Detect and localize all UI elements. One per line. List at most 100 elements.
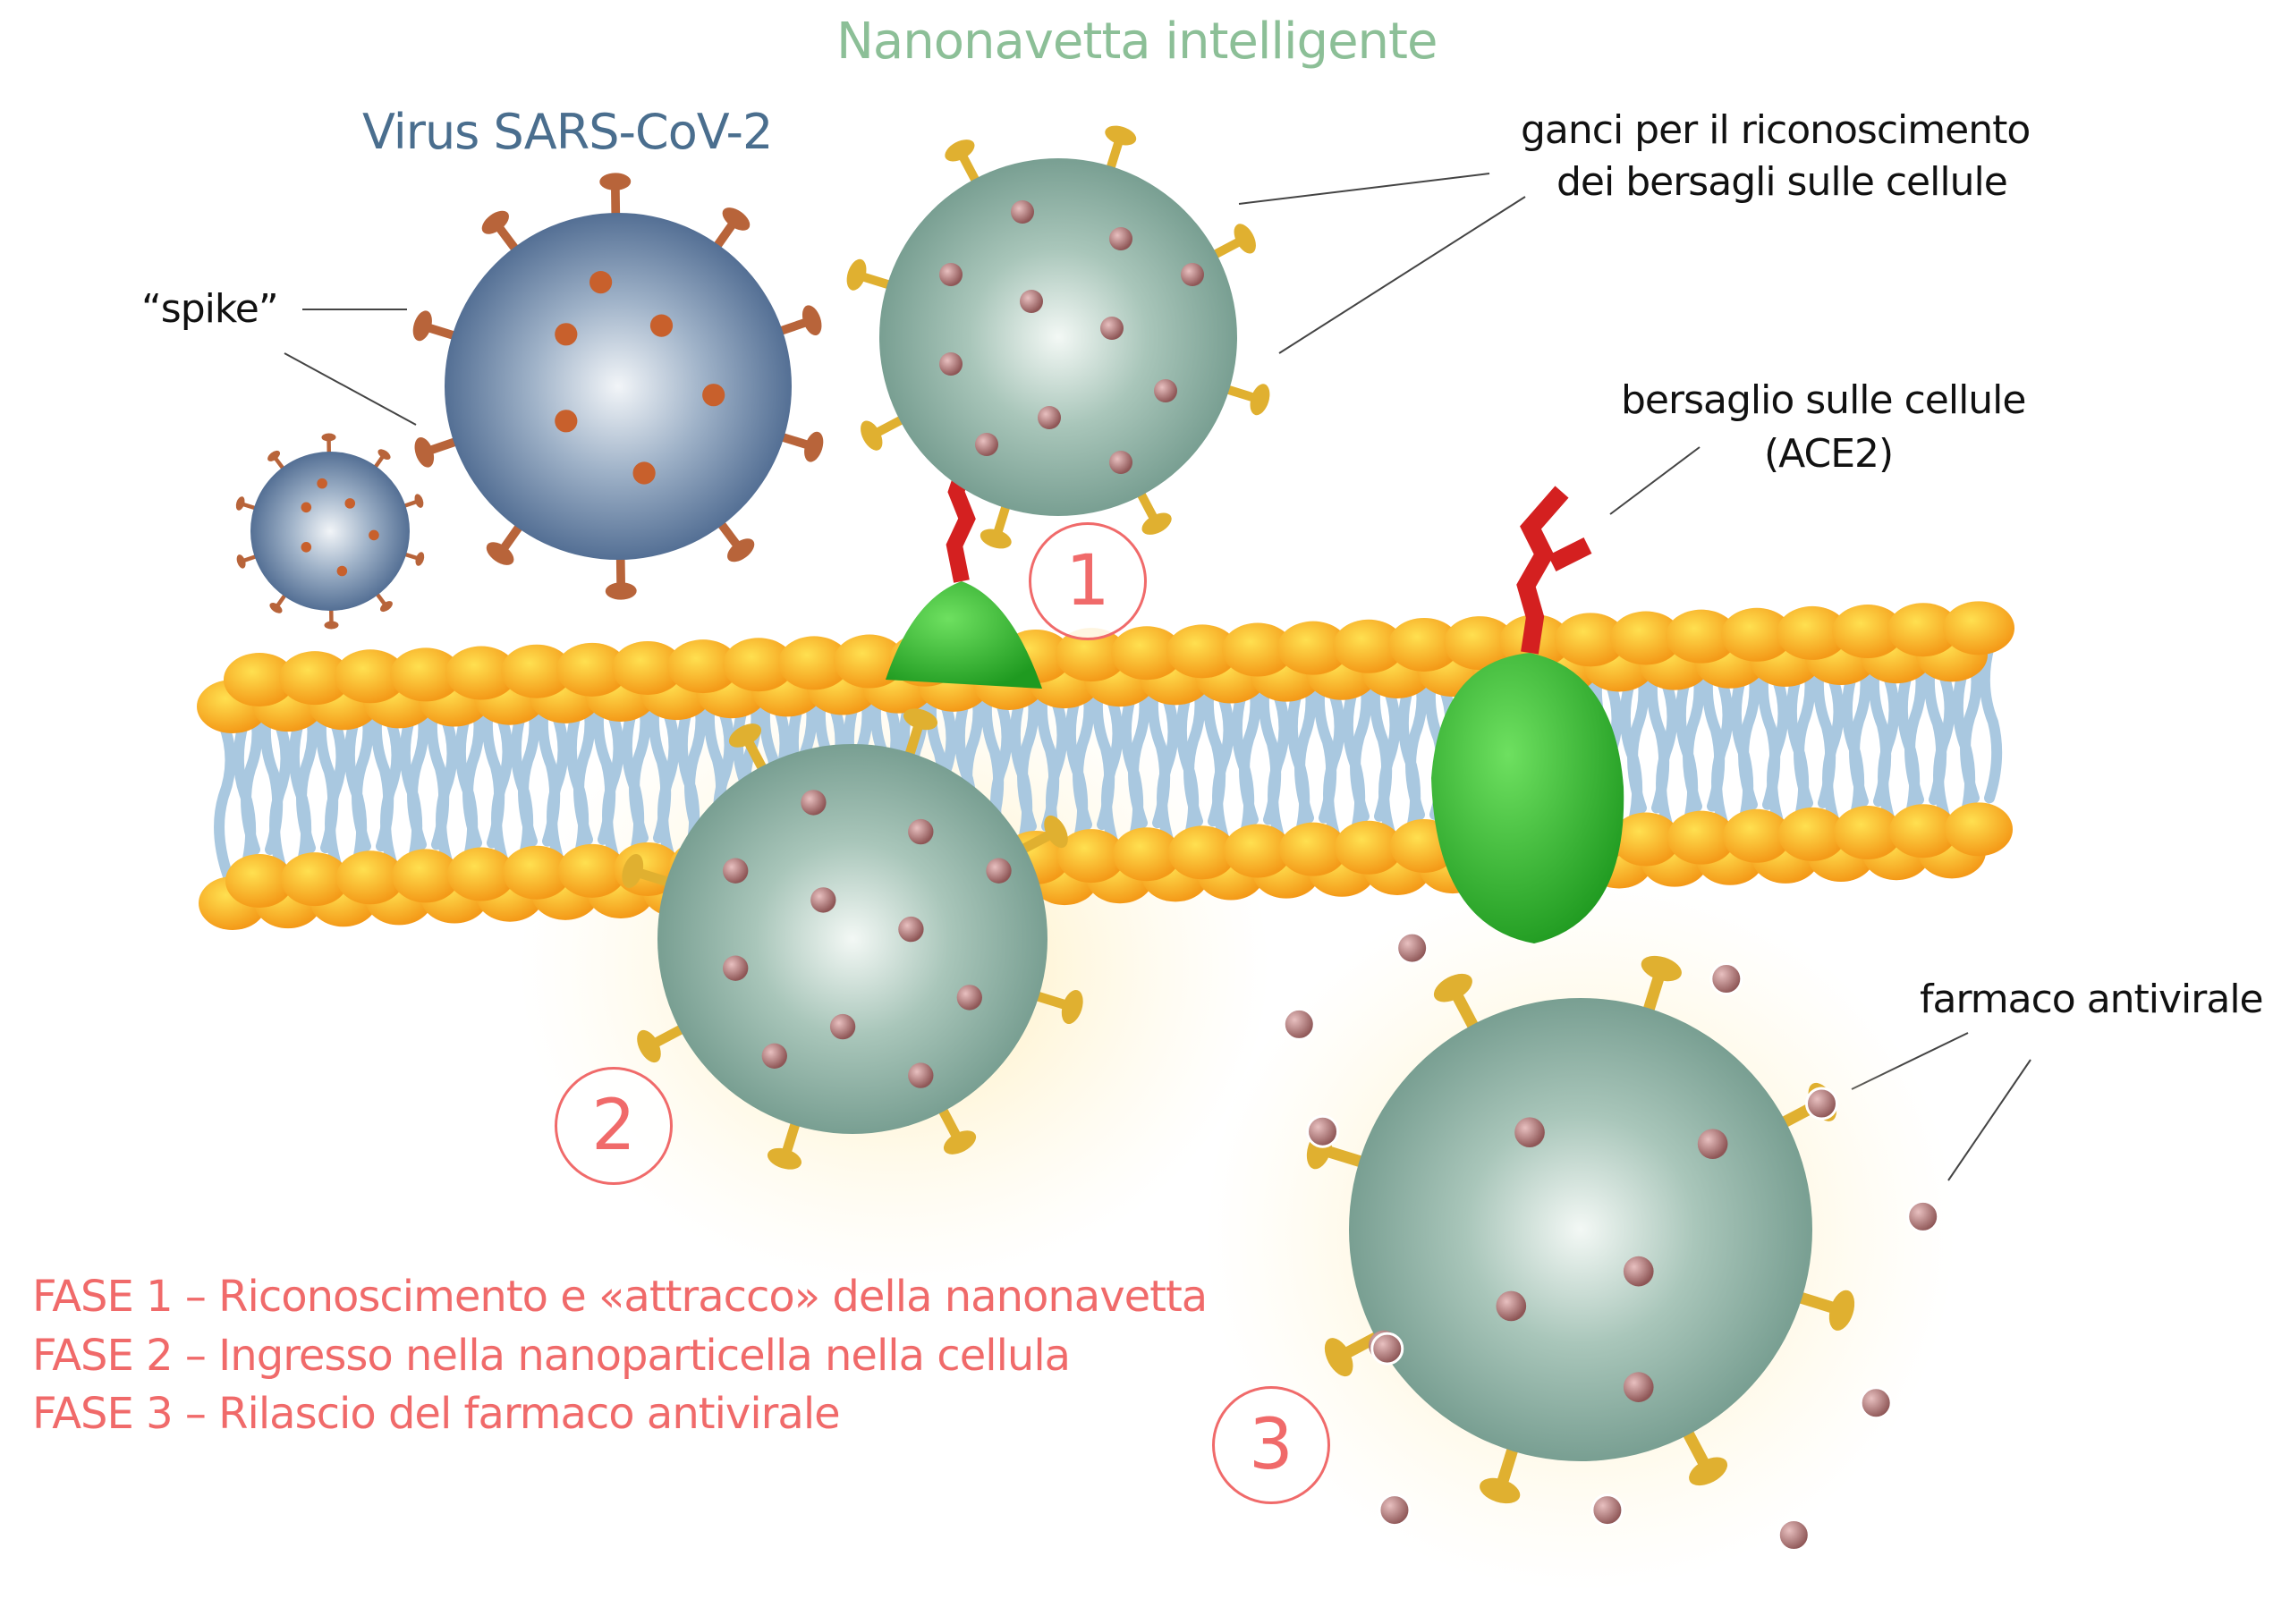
surface-dot bbox=[723, 858, 749, 884]
surface-dot bbox=[589, 270, 613, 294]
surface-dot bbox=[632, 461, 656, 485]
spike-head bbox=[1250, 384, 1270, 416]
lipid-head-top bbox=[1333, 619, 1404, 673]
spike-head bbox=[1044, 815, 1068, 849]
lipid-head-top bbox=[445, 646, 517, 700]
drug-molecule bbox=[1282, 1007, 1316, 1041]
surface-dot bbox=[939, 263, 963, 286]
step-2-badge: 2 bbox=[555, 1067, 673, 1185]
nanoparticle-phase-3-body bbox=[1349, 998, 1812, 1461]
spike-head bbox=[379, 601, 393, 613]
surface-dot bbox=[317, 478, 327, 489]
lipid-head-top bbox=[335, 649, 406, 704]
surface-dot bbox=[301, 502, 312, 513]
lipid-head-top bbox=[667, 639, 739, 694]
cell-membrane bbox=[197, 601, 2014, 930]
lipid-head-bottom bbox=[1945, 802, 2013, 857]
lipid-head-bottom bbox=[1778, 807, 1846, 861]
leader-line-ace2 bbox=[1609, 446, 1701, 515]
step-1-badge: 1 bbox=[1029, 522, 1147, 640]
lipid-head-top bbox=[778, 636, 850, 690]
lipid-head-top bbox=[1555, 613, 1626, 667]
surface-dot bbox=[1038, 406, 1061, 429]
virus-large bbox=[412, 173, 824, 600]
spike-head bbox=[1480, 1477, 1521, 1504]
surface-dot bbox=[939, 352, 963, 376]
lipid-head-top bbox=[1166, 624, 1238, 679]
surface-dot bbox=[369, 529, 379, 541]
lipid-head-bottom bbox=[1723, 808, 1791, 863]
drug-molecule bbox=[1804, 1087, 1838, 1121]
spike-head bbox=[728, 723, 762, 748]
nanoparticle-phase-2-body bbox=[657, 744, 1047, 1134]
surface-dot bbox=[1514, 1117, 1545, 1148]
spike-head bbox=[1641, 955, 1682, 982]
spike-head bbox=[722, 207, 751, 231]
lipid-head-bottom bbox=[225, 854, 293, 908]
spike-head bbox=[235, 496, 245, 511]
lipid-head-bottom bbox=[1279, 822, 1347, 876]
drug-molecule bbox=[1370, 1332, 1404, 1366]
label-spike: “spike” bbox=[141, 286, 279, 332]
step-3-badge: 3 bbox=[1212, 1386, 1330, 1504]
surface-dot bbox=[1181, 263, 1204, 286]
lipid-head-top bbox=[1056, 628, 1127, 682]
label-hooks-line1: ganci per il riconoscimento bbox=[1521, 107, 2031, 153]
spike-head bbox=[1105, 125, 1137, 146]
lipid-head-bottom bbox=[558, 843, 626, 898]
lipid-head-top bbox=[501, 644, 572, 698]
spike-head bbox=[414, 436, 435, 468]
drug-molecule bbox=[1378, 1493, 1412, 1527]
surface-dot bbox=[344, 498, 356, 509]
lipid-head-top bbox=[1444, 616, 1515, 671]
spike-head bbox=[481, 210, 509, 234]
spike-head bbox=[767, 1147, 802, 1170]
lipid-head-bottom bbox=[1224, 824, 1292, 878]
spike-head bbox=[622, 853, 644, 888]
surface-dot bbox=[1496, 1290, 1527, 1322]
spike-head bbox=[637, 1029, 661, 1063]
spike-head bbox=[1828, 1290, 1855, 1331]
spike-head bbox=[945, 140, 975, 162]
spike-head bbox=[903, 708, 938, 731]
spike-head bbox=[1061, 990, 1083, 1025]
phase-1-text: FASE 1 – Riconoscimento e «attracco» del… bbox=[32, 1272, 1208, 1322]
virus-title: Virus SARS-CoV-2 bbox=[362, 104, 773, 160]
drug-molecule bbox=[1395, 931, 1429, 965]
lipid-head-bottom bbox=[1834, 806, 1902, 860]
surface-dot bbox=[1623, 1372, 1654, 1402]
surface-dot bbox=[649, 314, 674, 337]
spike-head bbox=[599, 173, 632, 190]
spike-head bbox=[802, 305, 822, 336]
spike-head bbox=[1433, 973, 1472, 1002]
lipid-head-top bbox=[1887, 603, 1959, 657]
surface-dot bbox=[555, 323, 578, 346]
spike-head bbox=[1141, 512, 1172, 535]
surface-dot bbox=[975, 433, 998, 456]
lipid-head-top bbox=[390, 647, 462, 702]
surface-dot bbox=[702, 384, 725, 407]
lipid-head-bottom bbox=[1335, 820, 1403, 875]
spike-head bbox=[321, 433, 336, 442]
nanoparticle-phase-1-body bbox=[879, 158, 1237, 516]
lipid-head-top bbox=[1943, 601, 2014, 656]
spike-head bbox=[727, 538, 755, 562]
lipid-head-top bbox=[1111, 626, 1183, 681]
ace2-receptor-base-1 bbox=[886, 581, 1042, 689]
spike-head bbox=[269, 602, 283, 613]
lipid-head-top bbox=[1832, 605, 1904, 659]
drug-molecule bbox=[1306, 1114, 1340, 1148]
label-drug: farmaco antivirale bbox=[1920, 977, 2264, 1022]
surface-dot bbox=[1154, 379, 1177, 402]
phase-2-text: FASE 2 – Ingresso nella nanoparticella n… bbox=[32, 1331, 1071, 1381]
surface-dot bbox=[801, 790, 827, 816]
drug-molecule bbox=[1777, 1518, 1811, 1552]
lipid-head-bottom bbox=[1113, 827, 1181, 882]
leader-line-hooks-1 bbox=[1238, 173, 1490, 205]
spike-head bbox=[1689, 1457, 1728, 1486]
spike-head bbox=[414, 494, 424, 508]
lipid-head-top bbox=[1388, 617, 1460, 672]
virus-large-body bbox=[445, 213, 792, 560]
lipid-head-top bbox=[279, 651, 351, 706]
